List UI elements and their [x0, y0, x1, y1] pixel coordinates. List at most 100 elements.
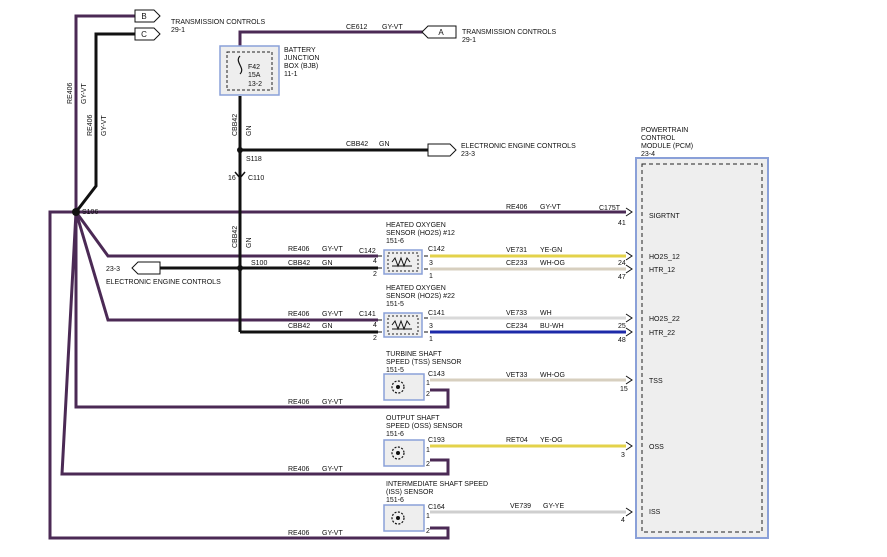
sigrtnt-wire-gy-vt: GY-VT: [540, 204, 561, 211]
trans-controls-label-1: TRANSMISSION CONTROLS: [171, 19, 265, 26]
pcm-module: POWERTRAIN CONTROL MODULE (PCM) 23-4 C17…: [599, 127, 769, 539]
pcm-pin-number-24: 24: [618, 260, 626, 267]
trans-controls-label-2: TRANSMISSION CONTROLS: [462, 29, 556, 36]
splice-s106-label: S106: [82, 209, 98, 216]
iss-color: GY-YE: [543, 503, 564, 510]
ho2s12-pin-arrows: [378, 255, 428, 270]
c110-pin-label: 16: [228, 175, 236, 182]
ho2s22-conn-left: C141: [359, 311, 376, 318]
ho2s22-pin-l4: 4: [373, 322, 377, 329]
tss-page: 151-5: [386, 367, 404, 374]
pcm-pin-number-15: 15: [620, 386, 628, 393]
eec-page-right: 23-3: [461, 151, 475, 158]
vlabel-gy-vt-mid: GY-VT: [101, 115, 108, 136]
pcm-pin-number-41: 41: [618, 220, 626, 227]
oss-page: 151-6: [386, 431, 404, 438]
vlabel-re406-mid: RE406: [87, 114, 94, 136]
conn-c-flag: [134, 27, 161, 41]
pcm-pin-number-48: 48: [618, 337, 626, 344]
bjb-title-3: BOX (BJB): [284, 63, 318, 70]
pcm-pin-number-25: 25: [618, 323, 626, 330]
ho2s12-pin-r1: 1: [429, 273, 433, 280]
iss-pin-2: 2: [426, 528, 430, 535]
pin-arrow-tss: [625, 375, 633, 385]
pcm-pin-ho2s12: HO2S_12: [649, 254, 680, 261]
wire-re406-iss: [48, 210, 450, 540]
ho2s22-page: 151-5: [386, 301, 404, 308]
oss-sensor: OUTPUT SHAFT SPEED (OSS) SENSOR 151-6 C1…: [288, 415, 563, 473]
pcm-pin-iss: ISS: [649, 509, 661, 516]
iss-title-1: INTERMEDIATE SHAFT SPEED: [386, 481, 488, 488]
gy-vt-black-wire-group: [74, 32, 135, 213]
sigrtnt-wire-re406: RE406: [506, 204, 528, 211]
ho2s22-wire-re406: RE406: [288, 311, 310, 318]
vlabel-gy-vt-left: GY-VT: [81, 83, 88, 104]
ho2s12-wire-re406: RE406: [288, 246, 310, 253]
cbb42-wire-group: [160, 96, 428, 334]
trans-controls-page-1: 29-1: [171, 27, 185, 34]
tss-pin-2: 2: [426, 391, 430, 398]
conn-b-flag: [134, 9, 161, 23]
wire-re406-to-conn-b: [74, 14, 135, 212]
ho2s12-sig-color: YE-GN: [540, 247, 562, 254]
iss-title-2: (ISS) SENSOR: [386, 489, 433, 496]
iss-sensor: INTERMEDIATE SHAFT SPEED (ISS) SENSOR 15…: [288, 481, 564, 537]
ho2s12-wire-cbb42: CBB42: [288, 260, 310, 267]
ho2s22-title-2: SENSOR (HO2S) #22: [386, 293, 455, 300]
bjb-title-2: JUNCTION: [284, 55, 319, 62]
pcm-inner-dashed: [641, 163, 763, 533]
fuse-f42-icon: [237, 55, 243, 75]
gear-icon: [391, 380, 405, 394]
pcm-pin-number-47: 47: [618, 274, 626, 281]
oss-title-2: SPEED (OSS) SENSOR: [386, 423, 463, 430]
splice-s106-dot: [72, 208, 80, 216]
iss-pin-1: 1: [426, 513, 430, 520]
oss-pin-1: 1: [426, 447, 430, 454]
pcm-connector-c175t: C175T: [599, 205, 621, 212]
ho2s22-pin-l2: 2: [373, 335, 377, 342]
ho2s22-wire-gn: GN: [322, 323, 333, 330]
c110-connector-mark: [234, 171, 246, 180]
splice-s100-dot: [237, 265, 243, 271]
oss-return-gy-vt: GY-VT: [322, 466, 343, 473]
pcm-pin-arrows: [625, 207, 633, 517]
pin-arrow-ho2s22: [625, 313, 633, 323]
trans-controls-page-2: 29-1: [462, 37, 476, 44]
iss-return-gy-vt: GY-VT: [322, 530, 343, 537]
gear-hub-icon: [396, 385, 400, 389]
wire-label-gn-eec: GN: [379, 141, 390, 148]
conn-c-label: C: [141, 30, 147, 39]
pin-arrow-iss: [625, 507, 633, 517]
top-connectors: B C TRANSMISSION CONTROLS 29-1 A TRANSMI…: [134, 9, 556, 44]
iss-return-re406: RE406: [288, 530, 310, 537]
iss-circuit: VE739: [510, 503, 531, 510]
pcm-pin-oss: OSS: [649, 444, 664, 451]
pcm-pin-htr22: HTR_22: [649, 330, 675, 337]
eec-arrow-right: [427, 143, 457, 157]
tss-color: WH-OG: [540, 372, 565, 379]
conn-a-label: A: [438, 28, 444, 37]
wire-label-ce612-color: GY-VT: [382, 24, 403, 31]
bjb-fuse-name: F42: [248, 64, 260, 71]
ho2s12-pin-l4: 4: [373, 258, 377, 265]
signal-wire-group: [430, 254, 626, 514]
ho2s22-pin-r1: 1: [429, 336, 433, 343]
tss-sensor: TURBINE SHAFT SPEED (TSS) SENSOR 151-5 C…: [288, 351, 565, 406]
oss-connector: C193: [428, 437, 445, 444]
ho2s22-htr-color: BU-WH: [540, 323, 564, 330]
wire-label-cbb42-eec: CBB42: [346, 141, 368, 148]
splice-dots: [72, 147, 243, 271]
pcm-pin-number-3: 3: [621, 452, 625, 459]
tss-circuit: VET33: [506, 372, 528, 379]
ho2s12-sensor: RE406 GY-VT CBB42 GN C142 4 2 HEATED OXY…: [288, 222, 565, 280]
pin-arrow-htr12: [625, 264, 633, 274]
splice-s118-label: S118: [246, 156, 262, 163]
vlabel-cbb42-mid: CBB42: [232, 226, 239, 248]
eec-connector-right: CBB42 GN ELECTRONIC ENGINE CONTROLS 23-3: [346, 141, 576, 158]
ho2s12-page: 151-6: [386, 238, 404, 245]
pcm-title-1: POWERTRAIN: [641, 127, 688, 134]
re406-wire-group: [48, 14, 626, 540]
vertical-wire-labels: RE406 GY-VT RE406 GY-VT CBB42 GN CBB42 G…: [67, 82, 253, 248]
